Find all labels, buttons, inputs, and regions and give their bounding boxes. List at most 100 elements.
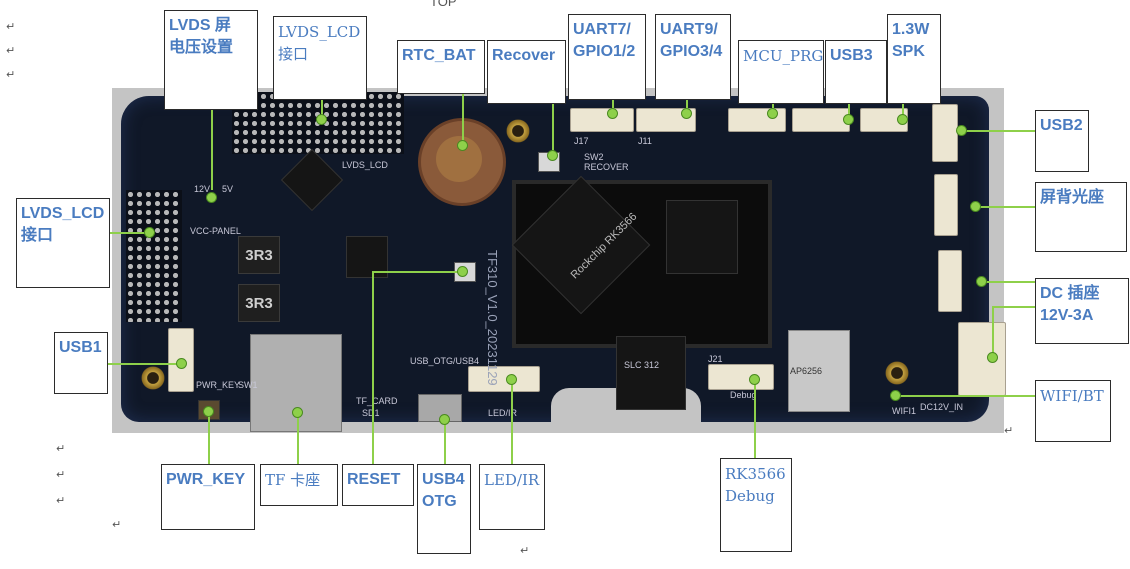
leader-line [372, 271, 374, 464]
led-ir-connector [468, 366, 540, 392]
callout-dc-jack: DC 插座 12V-3A [1035, 278, 1129, 344]
silk-ledir: LED/IR [488, 408, 518, 418]
leader-line [372, 271, 462, 273]
leader-dot [439, 414, 450, 425]
leader-dot [292, 407, 303, 418]
silk-sw2: SW2 [584, 152, 604, 162]
silk-lvds: LVDS_LCD [342, 160, 388, 170]
callout-wifi-bt: WIFI/BT [1035, 380, 1111, 442]
silk-dc12v: DC12V_IN [920, 402, 964, 412]
silk-sw1: SW1 [238, 380, 258, 390]
flash-chip [616, 336, 686, 410]
wifi-module-marking: AP6256 [790, 366, 823, 376]
paragraph-mark: ↵ [112, 519, 122, 531]
leader-line [108, 232, 148, 234]
leader-line [976, 206, 1036, 208]
silk-recover: RECOVER [584, 162, 629, 172]
wifi-module [788, 330, 850, 412]
leader-line [896, 395, 1036, 397]
silk-tfcard: TF_CARD [356, 396, 398, 406]
paragraph-mark: ↵ [56, 443, 66, 455]
uart7-connector [570, 108, 634, 132]
paragraph-mark: ↵ [6, 45, 16, 57]
debug-connector [708, 364, 774, 390]
leader-dot [316, 114, 327, 125]
leader-line [297, 412, 299, 464]
leader-dot [457, 140, 468, 151]
leader-dot [976, 276, 987, 287]
leader-line [754, 378, 756, 458]
usb3-connector [792, 108, 850, 132]
silk-j17: J17 [574, 136, 589, 146]
lvds-lcd-left-pin-header [126, 190, 182, 322]
board-name: TF310_V1.0_20231129 [485, 250, 500, 386]
callout-uart9: UART9/ GPIO3/4 [655, 14, 731, 100]
callout-rtc-bat: RTC_BAT [397, 40, 485, 94]
silk-vcc: VCC-PANEL [190, 226, 241, 236]
leader-line [552, 104, 554, 156]
paragraph-mark: ↵ [56, 495, 66, 507]
memory-chip [666, 200, 738, 274]
callout-usb1: USB1 [54, 332, 108, 394]
silk-pwrkey: PWR_KEY [196, 380, 241, 390]
leader-line [321, 100, 323, 120]
silk-sd1: SD1 [362, 408, 380, 418]
silk-usbotg: USB_OTG/USB4 [410, 356, 480, 366]
silk-debug: Debug [730, 390, 757, 400]
leader-dot [206, 192, 217, 203]
paragraph-mark: ↵ [6, 21, 16, 33]
callout-mcu-prg: MCU_PRG [738, 40, 824, 104]
leader-dot [681, 108, 692, 119]
callout-usb4-otg: USB4 OTG [417, 464, 471, 554]
silk-12v: 12V [194, 184, 211, 194]
leader-dot [176, 358, 187, 369]
leader-dot [506, 374, 517, 385]
inductor: 3R3 [238, 284, 280, 322]
leader-dot [607, 108, 618, 119]
leader-line [992, 306, 1036, 308]
callout-usb2: USB2 [1035, 110, 1089, 172]
leader-dot [547, 150, 558, 161]
leader-dot [956, 125, 967, 136]
leader-line [982, 281, 1036, 283]
silk-j21: J21 [708, 354, 723, 364]
callout-spk: 1.3W SPK [887, 14, 941, 104]
callout-led-ir: LED/IR [479, 464, 545, 530]
leader-line [444, 420, 446, 464]
paragraph-mark: ↵ [6, 69, 16, 81]
callout-lvds-lcd-top: LVDS_LCD 接口 [273, 16, 367, 100]
paragraph-mark: ↵ [520, 545, 530, 557]
paragraph-mark: ↵ [56, 469, 66, 481]
leader-dot [897, 114, 908, 125]
leader-dot [457, 266, 468, 277]
dc-power-connector [958, 322, 1006, 396]
leader-dot [890, 390, 901, 401]
dc-jack-connector [938, 250, 962, 312]
leader-line [108, 363, 182, 365]
flash-chip-marking: SLC 312 [624, 360, 660, 370]
leader-dot [987, 352, 998, 363]
callout-lvds-lcd-left: LVDS_LCD 接口 [16, 198, 110, 288]
leader-line [962, 130, 1036, 132]
leader-line [686, 100, 688, 112]
mounting-hole [140, 365, 166, 391]
paragraph-mark: ↵ [1004, 425, 1014, 437]
silk-5v: 5V [222, 184, 234, 194]
leader-line [211, 110, 213, 190]
backlight-connector [934, 174, 958, 236]
leader-dot [144, 227, 155, 238]
usb2-connector [932, 104, 958, 162]
leader-line [902, 104, 904, 118]
callout-tf-card: TF 卡座 [260, 464, 338, 506]
callout-rk-debug: RK3566 Debug [720, 458, 792, 552]
callout-pwr-key: PWR_KEY [161, 464, 255, 530]
top-label: TOP [430, 0, 457, 9]
callout-recover: Recover [487, 40, 566, 104]
leader-line [612, 100, 614, 112]
inductor: 3R3 [238, 236, 280, 274]
leader-dot [203, 406, 214, 417]
callout-reset: RESET [342, 464, 414, 506]
callout-lvds-voltage: LVDS 屏 电压设置 [164, 10, 258, 110]
callout-usb3: USB3 [825, 40, 887, 104]
